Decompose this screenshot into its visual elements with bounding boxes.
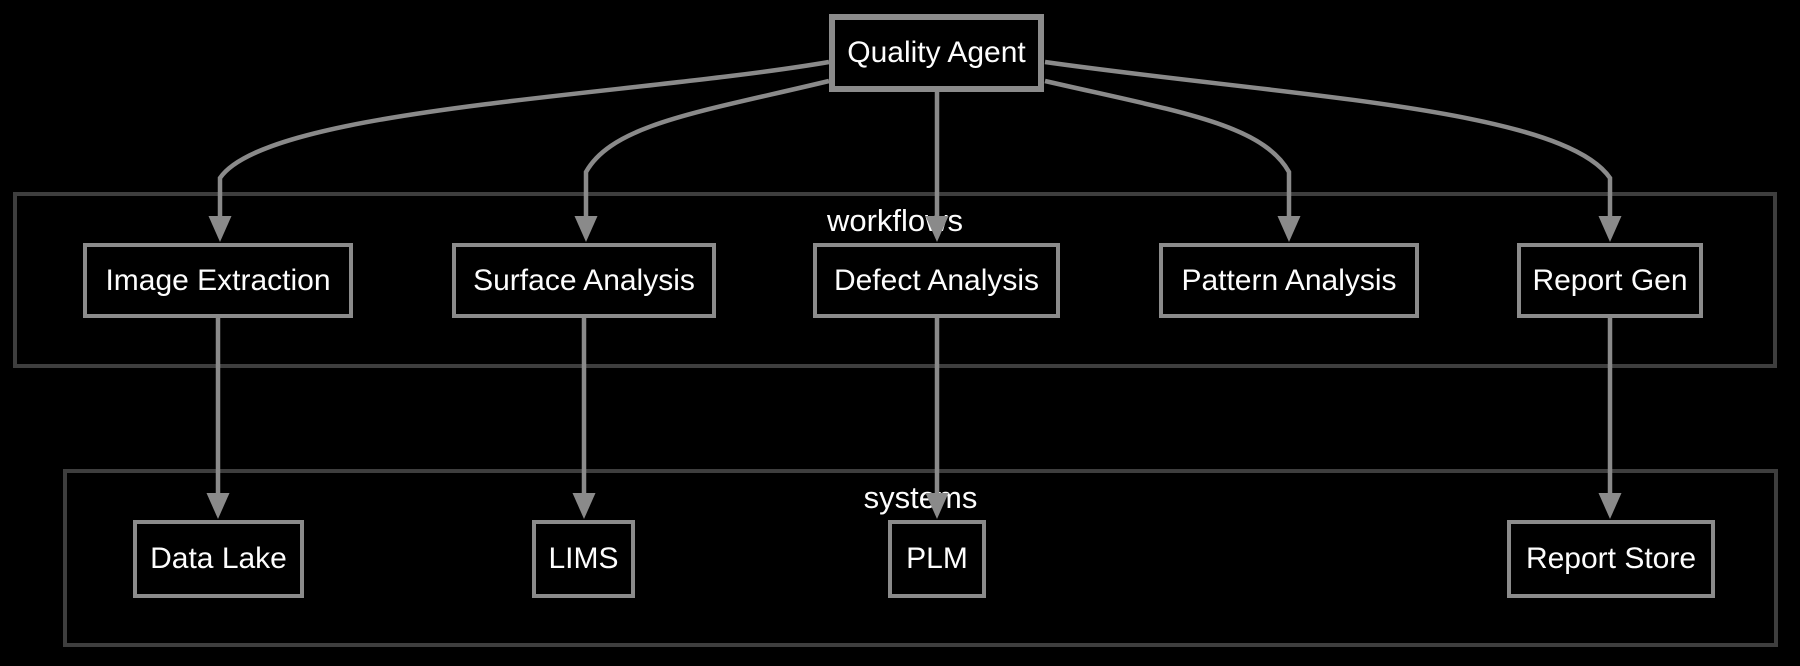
node-plm-label: PLM bbox=[906, 542, 968, 575]
node-lims: LIMS bbox=[532, 520, 635, 598]
node-report-store: Report Store bbox=[1507, 520, 1715, 598]
node-surface-analysis: Surface Analysis bbox=[452, 243, 716, 318]
node-data-lake-label: Data Lake bbox=[150, 542, 287, 575]
node-defect-analysis: Defect Analysis bbox=[813, 243, 1060, 318]
node-report-gen-label: Report Gen bbox=[1532, 263, 1688, 297]
node-image-extraction: Image Extraction bbox=[83, 243, 353, 318]
node-defect-analysis-label: Defect Analysis bbox=[833, 263, 1040, 297]
node-report-gen: Report Gen bbox=[1517, 243, 1703, 318]
node-pattern-analysis-label: Pattern Analysis bbox=[1181, 263, 1397, 297]
node-image-extraction-label: Image Extraction bbox=[105, 263, 331, 297]
node-pattern-analysis: Pattern Analysis bbox=[1159, 243, 1419, 318]
cluster-systems-label: systems bbox=[863, 480, 978, 515]
cluster-workflows-label: workflows bbox=[826, 203, 964, 238]
node-lims-label: LIMS bbox=[548, 542, 619, 575]
node-quality-agent: Quality Agent bbox=[829, 14, 1044, 92]
cluster-systems: systems bbox=[63, 469, 1778, 647]
node-surface-analysis-label: Surface Analysis bbox=[473, 263, 695, 297]
node-data-lake: Data Lake bbox=[133, 520, 304, 598]
node-report-store-label: Report Store bbox=[1525, 542, 1697, 575]
node-quality-agent-label: Quality Agent bbox=[847, 36, 1026, 69]
node-plm: PLM bbox=[888, 520, 986, 598]
